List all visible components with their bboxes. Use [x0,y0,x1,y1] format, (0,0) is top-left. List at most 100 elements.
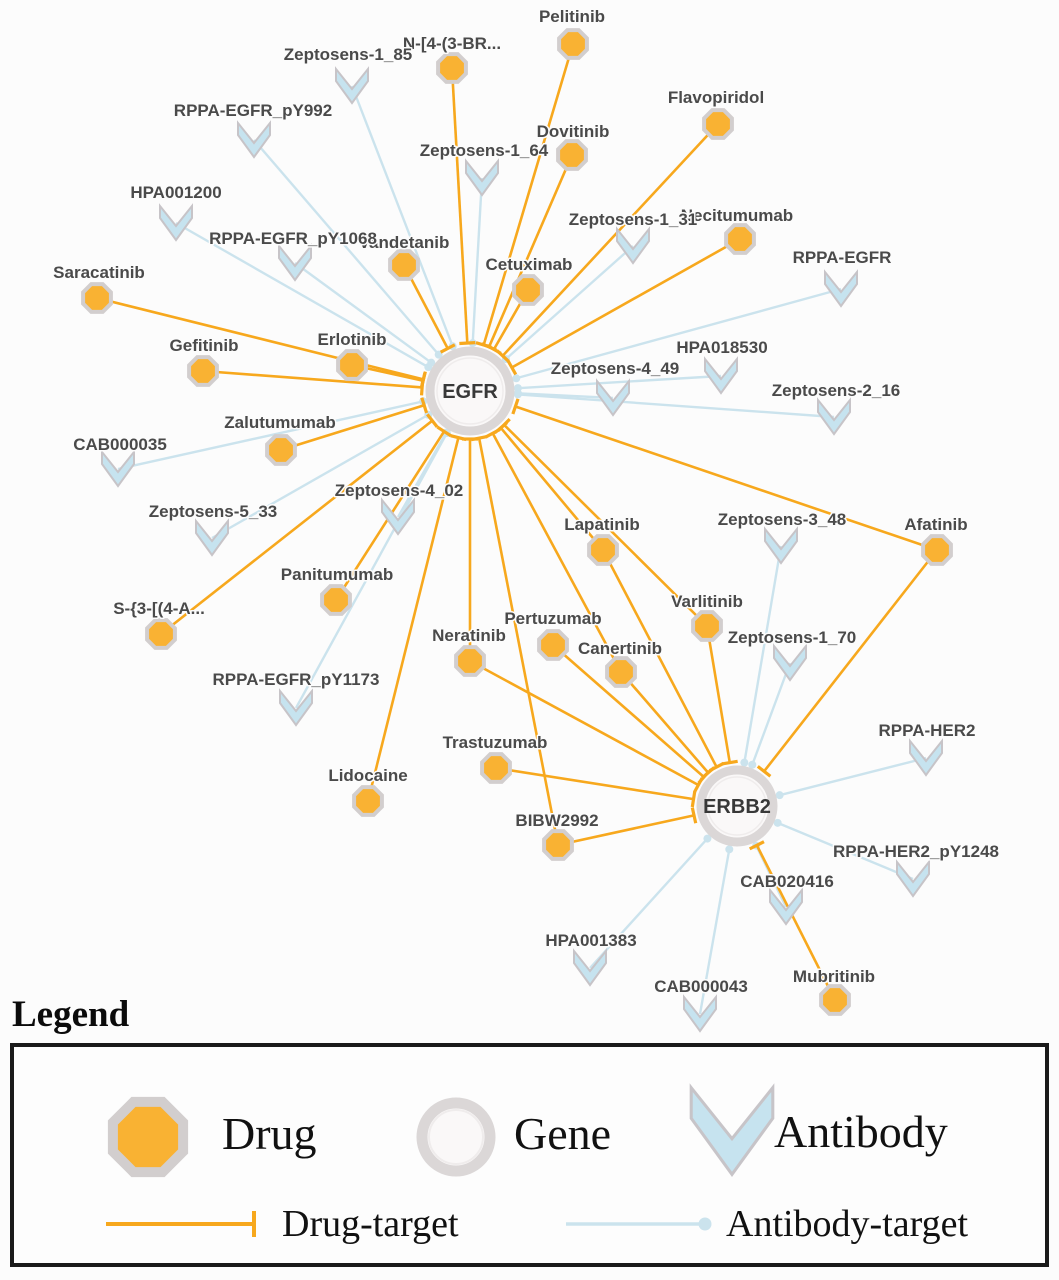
antibody-target-edge [748,662,792,769]
node-label-gefitinib: Gefitinib [170,336,239,355]
drug-node-flavopiridol[interactable] [702,108,734,140]
node-label-zeptosens-5-33: Zeptosens-5_33 [149,502,278,521]
antibody-node-hpa001383[interactable] [573,948,607,987]
node-label-pelitinib: Pelitinib [539,7,605,26]
legend-gene-label: Gene [514,1108,612,1159]
gene-node-egfr[interactable] [425,346,515,436]
drug-target-edge [497,417,708,627]
node-label-erbb2: ERBB2 [703,796,771,818]
drug-target-edge [202,369,425,396]
node-label-cab020416: CAB020416 [740,872,834,891]
drug-target-edge [506,237,741,376]
antibody-node-rppa-her2-py1248[interactable] [896,859,930,898]
antibody-target-edge [468,177,484,348]
antibody-node-hpa001200[interactable] [159,203,193,242]
antibody-legend-icon [689,1083,775,1177]
antibody-target-edge [513,390,835,419]
legend-box: Drug Gene Antibody Drug-target Antibody-… [10,1043,1049,1267]
drug-node-canertinib[interactable] [605,656,637,688]
antibody-node-hpa018530[interactable] [704,356,738,395]
antibody-target-edge [350,85,457,351]
node-label-rppa-egfr-py1068: RPPA-EGFR_pY1068 [209,229,377,248]
drug-node-gefitinib[interactable] [187,355,219,387]
antibody-node-zeptosens-4-49[interactable] [596,378,630,417]
node-label-zeptosens-1-64: Zeptosens-1_64 [420,141,549,160]
drug-node-necitumumab[interactable] [724,223,756,255]
drug-target-edge [748,840,837,1001]
drug-node-lapatinib[interactable] [587,534,619,566]
drug-node-erlotinib[interactable] [336,349,368,381]
node-label-panitumumab: Panitumumab [281,565,393,584]
node-label-afatinib: Afatinib [904,515,967,534]
antibody-target-edge [253,139,443,359]
node-label-rppa-egfr-py1173: RPPA-EGFR_pY1173 [213,670,380,689]
antibody-node-zeptosens-3-48[interactable] [764,526,798,565]
drug-target-edge [552,644,711,785]
antibody-node-zeptosens-2-16[interactable] [817,397,851,436]
antibody-target-edge [512,287,842,383]
antibody-node-zeptosens-1-70[interactable] [773,643,807,682]
node-label-zeptosens-1-31: Zeptosens-1_31 [569,210,698,229]
drug-node-mubritinib[interactable] [819,984,851,1016]
node-label-hpa001200: HPA001200 [130,183,221,202]
node-label-dovitinib: Dovitinib [537,122,610,141]
node-label-flavopiridol: Flavopiridol [668,88,764,107]
drug-node-lidocaine[interactable] [352,785,384,817]
drug-node-pertuzumab[interactable] [537,629,569,661]
antibody-node-rppa-egfr[interactable] [824,269,858,308]
node-label-canertinib: Canertinib [578,639,662,658]
drug-target-edge [470,435,560,846]
antibody-node-rppa-egfr-py1173[interactable] [279,688,313,727]
antibody-target-edge [589,834,712,969]
antibody-target-edge [775,756,927,800]
antibody-node-zeptosens-1-85[interactable] [335,66,369,105]
node-label-rppa-egfr-py992: RPPA-EGFR_pY992 [174,101,332,120]
node-label-rppa-her2-py1248: RPPA-HER2_pY1248 [833,842,999,861]
drug-node-n-4-3-br[interactable] [436,52,468,84]
antibody-node-cab020416[interactable] [769,887,803,926]
antibody-node-zeptosens-1-31[interactable] [616,226,650,265]
drug-node-varlitinib[interactable] [691,610,723,642]
antibody-node-zeptosens-1-64[interactable] [465,158,499,197]
drug-node-dovitinib[interactable] [556,139,588,171]
node-label-neratinib: Neratinib [432,626,506,645]
node-label-cab000035: CAB000035 [73,435,167,454]
drug-node-zalutumumab[interactable] [265,434,297,466]
drug-node-s-3-4-a[interactable] [145,618,177,650]
node-label-zeptosens-4-49: Zeptosens-4_49 [551,359,680,378]
legend-drug-label: Drug [222,1108,317,1159]
node-label-lidocaine: Lidocaine [328,766,407,785]
drug-target-edge [481,154,574,352]
node-label-hpa018530: HPA018530 [676,338,767,357]
drug-legend-icon [107,1096,189,1178]
drug-node-vandetanib[interactable] [388,249,420,281]
drug-node-trastuzumab[interactable] [480,752,512,784]
legend-title: Legend [12,994,130,1035]
antibody-node-cab000035[interactable] [101,449,135,488]
antibody-node-rppa-her2[interactable] [909,738,943,777]
node-label-necitumumab: Necitumumab [681,206,793,225]
drug-node-panitumumab[interactable] [320,584,352,616]
antibody-target-edge [773,818,914,881]
antibody-node-rppa-egfr-py992[interactable] [237,120,271,159]
antibody-node-zeptosens-4-02[interactable] [381,497,415,536]
drug-node-cetuximab[interactable] [512,274,544,306]
antibody-node-zeptosens-5-33[interactable] [195,518,229,557]
drug-node-afatinib[interactable] [921,534,953,566]
drug-node-neratinib[interactable] [454,645,486,677]
drug-node-saracatinib[interactable] [81,282,113,314]
drug-target-edge [705,625,738,766]
drug-node-bibw2992[interactable] [542,829,574,861]
drug-node-pelitinib[interactable] [557,28,589,60]
gene-node-erbb2[interactable] [696,765,778,847]
antibody-node-cab000043[interactable] [683,994,717,1033]
drug-target-edge [484,428,623,673]
antibody-target-edge [513,374,722,393]
node-label-saracatinib: Saracatinib [53,263,145,282]
antibody-target-edge [294,262,436,367]
node-label-rppa-egfr: RPPA-EGFR [793,248,892,267]
antibody-node-rppa-egfr-py1068[interactable] [278,243,312,282]
node-label-varlitinib: Varlitinib [671,592,743,611]
